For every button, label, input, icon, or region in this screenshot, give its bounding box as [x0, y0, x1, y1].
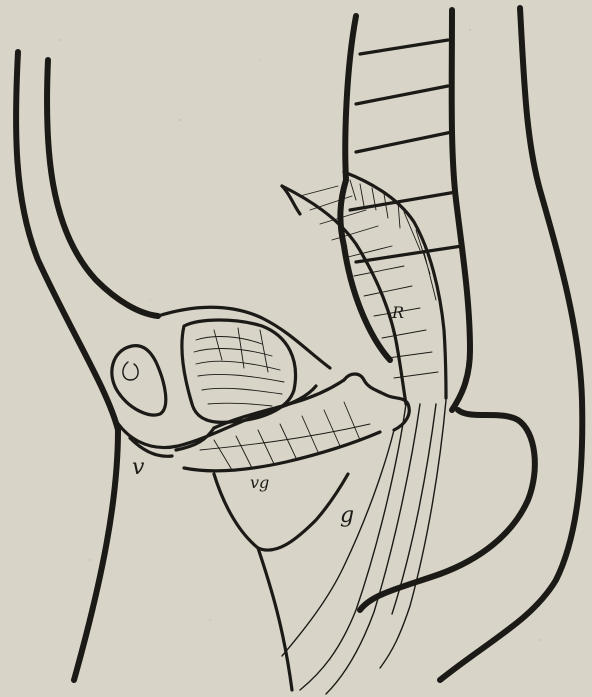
label-vg: vg [250, 473, 269, 492]
label-r: R [391, 303, 404, 322]
label-v: v [132, 455, 145, 480]
label-g: g [340, 503, 354, 528]
bladder-lower-wall [176, 428, 214, 450]
rectum-inner [344, 172, 446, 398]
posterior-body-contour-outer [440, 8, 582, 680]
perineal-body [214, 474, 348, 550]
bladder-outer-wall [110, 386, 316, 448]
pubic-bone-inner [123, 362, 138, 380]
vaginal-wall-lower [184, 432, 380, 471]
bladder-hatching [194, 328, 284, 406]
anterior-body-contour [74, 430, 118, 680]
anterior-abdominal-wall-inner [47, 60, 158, 316]
vaginal-wall-upper [214, 380, 344, 428]
perineum-lower [258, 548, 292, 690]
rectum-outer [282, 186, 406, 404]
posterior-body-contour-inner [360, 410, 535, 610]
vaginal-hatching [200, 402, 370, 470]
pubic-bone [112, 346, 166, 415]
cervix-contour [344, 374, 409, 430]
sacral-vertebrae-lines [350, 40, 462, 262]
sacrum-posterior [452, 10, 470, 410]
sacrum-anterior [340, 16, 390, 360]
anterior-abdominal-wall-outer [16, 52, 118, 430]
